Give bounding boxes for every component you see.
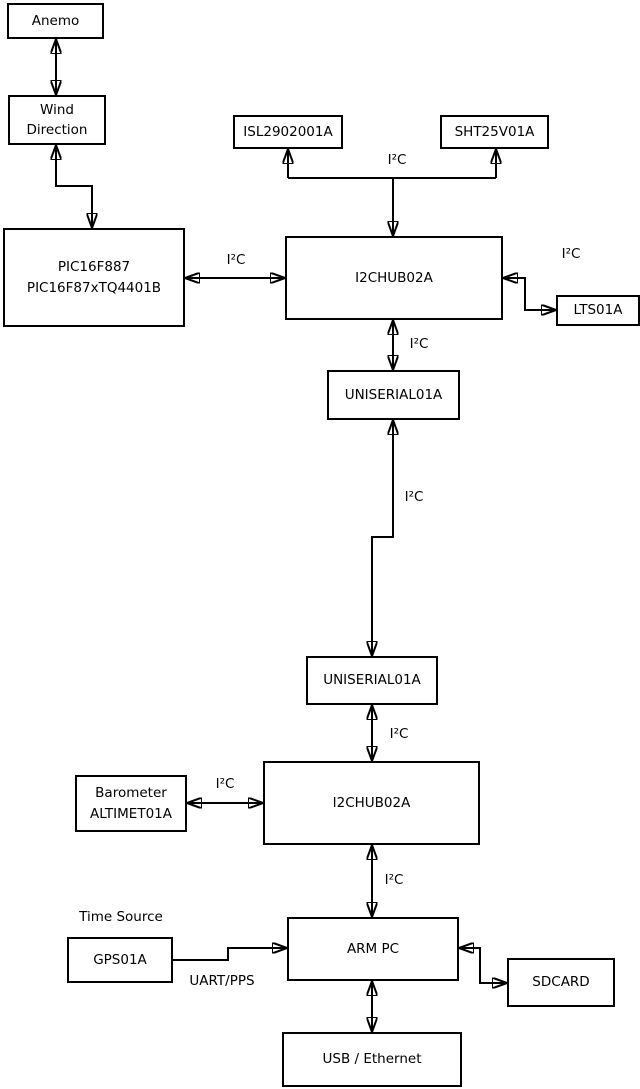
- node-uniserial01a-2-label: UNISERIAL01A: [323, 672, 421, 689]
- node-anemo-label: Anemo: [31, 12, 80, 29]
- node-sdcard: SDCARD: [507, 958, 615, 1007]
- edge-label-i2c-uniserial2-hub2: I²C: [387, 726, 411, 742]
- node-wind-direction: Wind Direction: [8, 95, 106, 145]
- node-pic16f887-label: PIC16F887 PIC16F87xTQ4401B: [26, 259, 162, 296]
- edge-label-time-source: Time Source: [77, 909, 165, 925]
- node-uniserial01a-1: UNISERIAL01A: [327, 370, 460, 420]
- edge-label-i2c-pic-hub: I²C: [224, 252, 248, 268]
- node-i2chub02a-2-label: I2CHUB02A: [332, 794, 411, 811]
- node-pic16f887: PIC16F887 PIC16F87xTQ4401B: [3, 228, 185, 327]
- edge-label-i2c-sensor-bus: I²C: [385, 152, 409, 168]
- edge-label-uart-pps: UART/PPS: [187, 973, 257, 989]
- node-sht25v01a-label: SHT25V01A: [454, 123, 535, 140]
- node-gps01a: GPS01A: [67, 937, 173, 983]
- edge-gps-armpc: [173, 948, 287, 961]
- edge-label-i2c-barometer: I²C: [213, 776, 237, 792]
- node-sht25v01a: SHT25V01A: [440, 115, 549, 149]
- node-arm-pc: ARM PC: [287, 917, 459, 981]
- edge-hub1-lts: [503, 278, 556, 310]
- edge-label-i2c-hub2-armpc: I²C: [382, 872, 406, 888]
- node-uniserial01a-1-label: UNISERIAL01A: [344, 386, 443, 403]
- node-sdcard-label: SDCARD: [532, 974, 590, 991]
- node-anemo: Anemo: [7, 3, 104, 39]
- edge-label-i2c-hub1-uniserial1: I²C: [407, 336, 431, 352]
- node-barometer-altimet01a-label: Barometer ALTIMET01A: [90, 785, 172, 822]
- node-lts01a: LTS01A: [556, 295, 640, 326]
- node-isl2902001a-label: ISL2902001A: [243, 123, 333, 140]
- node-i2chub02a-2: I2CHUB02A: [263, 761, 480, 845]
- edge-armpc-sdcard: [459, 948, 507, 983]
- node-barometer-altimet01a: Barometer ALTIMET01A: [75, 775, 187, 832]
- node-arm-pc-label: ARM PC: [346, 940, 400, 957]
- node-uniserial01a-2: UNISERIAL01A: [306, 656, 438, 705]
- node-gps01a-label: GPS01A: [93, 951, 147, 968]
- node-i2chub02a-1-label: I2CHUB02A: [355, 269, 433, 286]
- node-i2chub02a-1: I2CHUB02A: [285, 236, 503, 320]
- node-usb-ethernet-label: USB / Ethernet: [322, 1051, 422, 1068]
- node-isl2902001a: ISL2902001A: [233, 115, 343, 149]
- node-usb-ethernet: USB / Ethernet: [282, 1032, 462, 1087]
- edge-label-i2c-lts: I²C: [559, 246, 583, 262]
- edge-label-i2c-uniserial-link: I²C: [402, 489, 426, 505]
- node-wind-direction-label: Wind Direction: [26, 101, 88, 138]
- edge-winddirection-pic: [56, 145, 92, 228]
- node-lts01a-label: LTS01A: [573, 302, 623, 319]
- edge-uniserial1-uniserial2: [372, 420, 393, 656]
